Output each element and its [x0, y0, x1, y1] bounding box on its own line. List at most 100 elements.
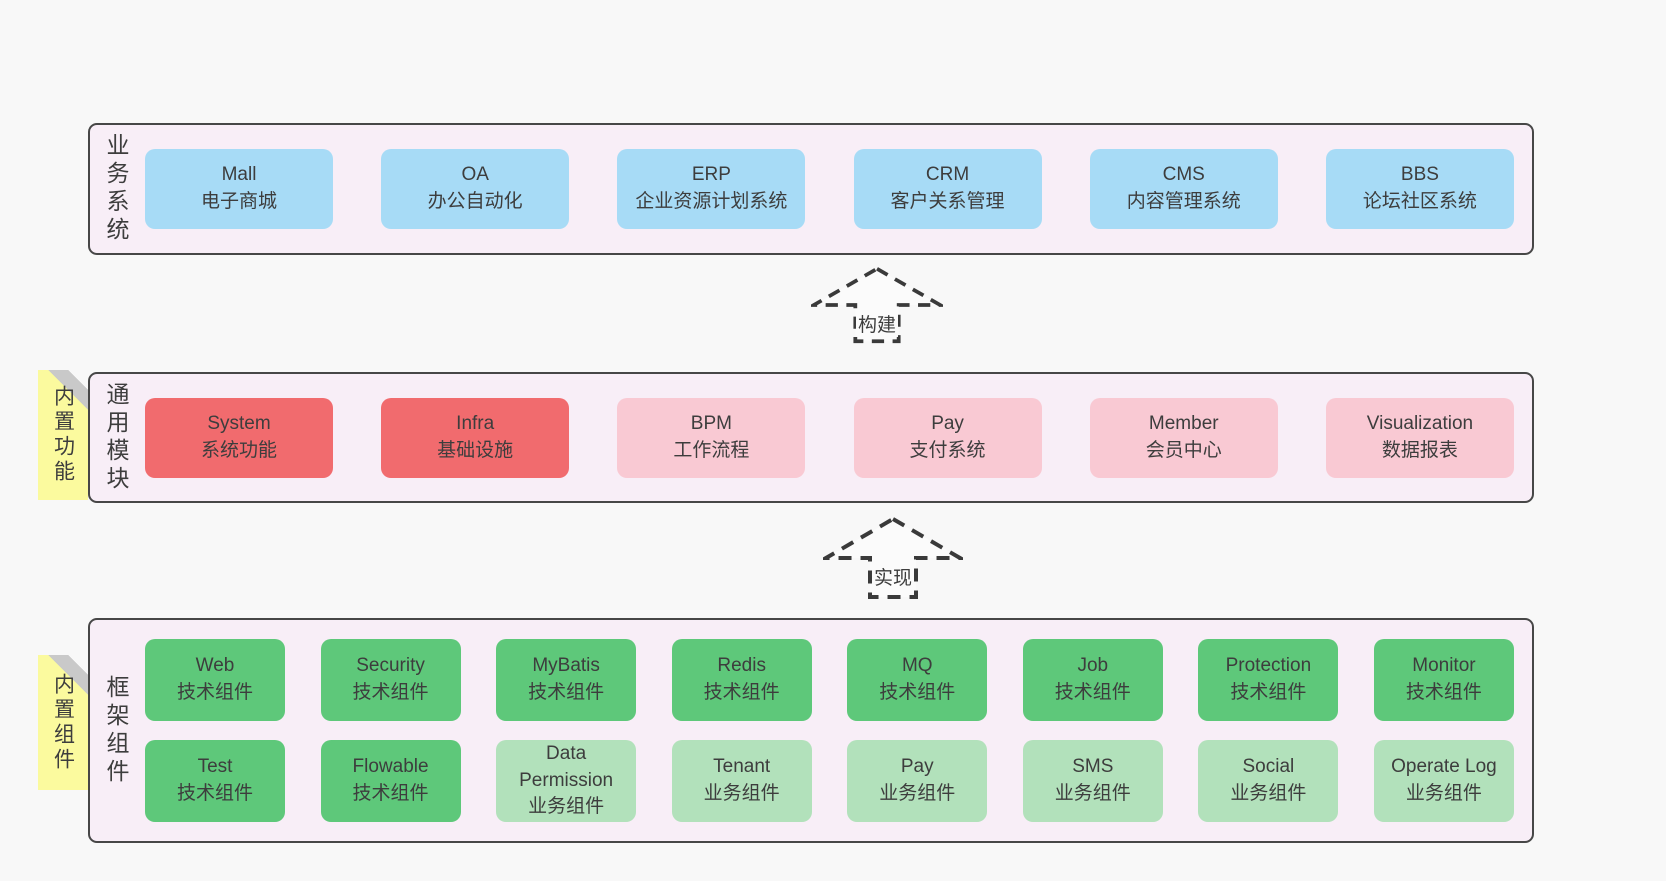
box-rows: Web 技术组件 Security 技术组件 MyBatis 技术组件 Redi… — [145, 639, 1514, 822]
box-oa: OA 办公自动化 — [381, 149, 570, 229]
box-title: Protection — [1225, 655, 1312, 677]
box-title: Operate Log — [1391, 756, 1497, 778]
box-flowable: Flowable 技术组件 — [320, 740, 461, 822]
box-subtitle: 技术组件 — [352, 783, 429, 804]
layer-business-systems: 业务系统 Mall 电子商城 OA 办公自动化 ERP 企业资源计划系统 CRM… — [88, 123, 1534, 255]
box-title: Mall — [221, 164, 257, 186]
box-subtitle: 技术组件 — [879, 682, 956, 703]
box-title: Pay — [900, 756, 934, 778]
box-subtitle: 业务组件 — [528, 796, 605, 818]
box-infra: Infra 基础设施 — [381, 397, 570, 478]
box-monitor: Monitor 技术组件 — [1373, 639, 1514, 721]
box-title: Social — [1242, 756, 1295, 778]
box-subtitle: 工作流程 — [673, 439, 750, 461]
up-arrow-icon — [823, 516, 963, 599]
box-bpm: BPM 工作流程 — [617, 397, 806, 478]
box-data-permission: Data Permission 业务组件 — [496, 740, 637, 822]
box-subtitle: 技术组件 — [703, 682, 780, 703]
box-title: MQ — [901, 655, 933, 677]
box-subtitle: 技术组件 — [176, 783, 253, 804]
box-title: Redis — [717, 655, 766, 677]
box-sms: SMS 业务组件 — [1022, 740, 1163, 822]
layer-framework-components: 框架组件 Web 技术组件 Security 技术组件 MyBatis 技术组件… — [88, 618, 1534, 843]
implement-up-arrow-icon: 实现 — [823, 516, 963, 600]
box-security: Security 技术组件 — [320, 639, 461, 721]
box-erp: ERP 企业资源计划系统 — [617, 149, 806, 229]
box-subtitle: 支付系统 — [909, 439, 986, 461]
box-subtitle: 基础设施 — [437, 439, 514, 461]
box-title: ERP — [691, 164, 731, 186]
box-subtitle: 企业资源计划系统 — [635, 191, 788, 212]
implement-arrow-label: 实现 — [871, 563, 915, 591]
sticky-note-label: 内置组件 — [51, 672, 75, 773]
box-operate-log: Operate Log 业务组件 — [1373, 740, 1514, 822]
box-system: System 系统功能 — [145, 397, 333, 478]
box-row: Web 技术组件 Security 技术组件 MyBatis 技术组件 Redi… — [145, 639, 1514, 721]
layer-common-modules: 通用模块 System 系统功能 Infra 基础设施 BPM 工作流程 Pay… — [88, 372, 1534, 503]
box-title: OA — [461, 164, 489, 186]
box-protection: Protection 技术组件 — [1198, 639, 1339, 721]
box-title: Job — [1077, 655, 1109, 677]
box-mall: Mall 电子商城 — [145, 149, 333, 229]
box-subtitle: 业务组件 — [1230, 783, 1307, 804]
box-title: Web — [195, 655, 235, 677]
box-title: Monitor — [1412, 655, 1476, 677]
box-subtitle: 论坛社区系统 — [1362, 191, 1477, 212]
box-subtitle: 办公自动化 — [427, 191, 523, 212]
box-mybatis: MyBatis 技术组件 — [496, 639, 637, 721]
box-subtitle: 技术组件 — [528, 682, 605, 703]
box-title: System — [207, 412, 271, 434]
box-title: BBS — [1400, 164, 1439, 186]
box-subtitle: 业务组件 — [879, 783, 956, 804]
sticky-note-built-in-features: 内置功能 — [38, 370, 88, 500]
box-subtitle: 技术组件 — [1405, 682, 1482, 703]
box-row: System 系统功能 Infra 基础设施 BPM 工作流程 Pay 支付系统… — [145, 397, 1514, 478]
layer-label: 框架组件 — [103, 674, 129, 787]
box-subtitle: 技术组件 — [1054, 682, 1131, 703]
box-row: Test 技术组件 Flowable 技术组件 Data Permission … — [145, 740, 1514, 822]
box-subtitle: 内容管理系统 — [1126, 191, 1241, 212]
sticky-note-built-in-components: 内置组件 — [38, 655, 88, 790]
box-subtitle: 客户关系管理 — [890, 191, 1005, 212]
box-title: Pay — [931, 412, 964, 434]
box-subtitle: 系统功能 — [200, 439, 277, 461]
build-up-arrow-icon: 构建 — [811, 266, 943, 344]
box-social: Social 业务组件 — [1198, 740, 1339, 822]
box-subtitle: 业务组件 — [1405, 783, 1482, 804]
box-subtitle: 业务组件 — [1054, 783, 1131, 804]
up-arrow-icon — [811, 266, 943, 344]
box-title: Tenant — [713, 756, 771, 778]
layer-label: 通用模块 — [103, 381, 129, 494]
box-visualization: Visualization 数据报表 — [1325, 397, 1514, 478]
sticky-note-label: 内置功能 — [51, 385, 75, 485]
box-title: Infra — [456, 412, 495, 434]
box-bbs: BBS 论坛社区系统 — [1325, 149, 1514, 229]
box-cms: CMS 内容管理系统 — [1089, 149, 1278, 229]
box-pay-module: Pay 支付系统 — [853, 397, 1042, 478]
box-title: Security — [356, 655, 425, 677]
box-web: Web 技术组件 — [145, 639, 285, 721]
box-pay-component: Pay 业务组件 — [847, 740, 988, 822]
box-title: Visualization — [1366, 412, 1474, 434]
box-title: Test — [197, 756, 233, 778]
box-title: Flowable — [352, 756, 429, 778]
box-title: MyBatis — [532, 655, 600, 677]
layer-label: 业务系统 — [103, 133, 129, 245]
box-tenant: Tenant 业务组件 — [671, 740, 812, 822]
box-title: Member — [1148, 412, 1219, 434]
box-title: CMS — [1162, 164, 1205, 186]
box-title: BPM — [690, 412, 732, 434]
box-subtitle: 会员中心 — [1145, 439, 1222, 461]
box-title: CRM — [925, 164, 970, 186]
build-arrow-label: 构建 — [855, 309, 899, 337]
box-subtitle: 技术组件 — [176, 682, 253, 703]
box-mq: MQ 技术组件 — [847, 639, 988, 721]
box-subtitle: 技术组件 — [352, 682, 429, 703]
box-crm: CRM 客户关系管理 — [853, 149, 1042, 229]
box-subtitle: 技术组件 — [1230, 682, 1307, 703]
box-member: Member 会员中心 — [1089, 397, 1278, 478]
box-subtitle: 业务组件 — [703, 783, 780, 804]
box-test: Test 技术组件 — [145, 740, 285, 822]
box-title: SMS — [1072, 756, 1114, 778]
